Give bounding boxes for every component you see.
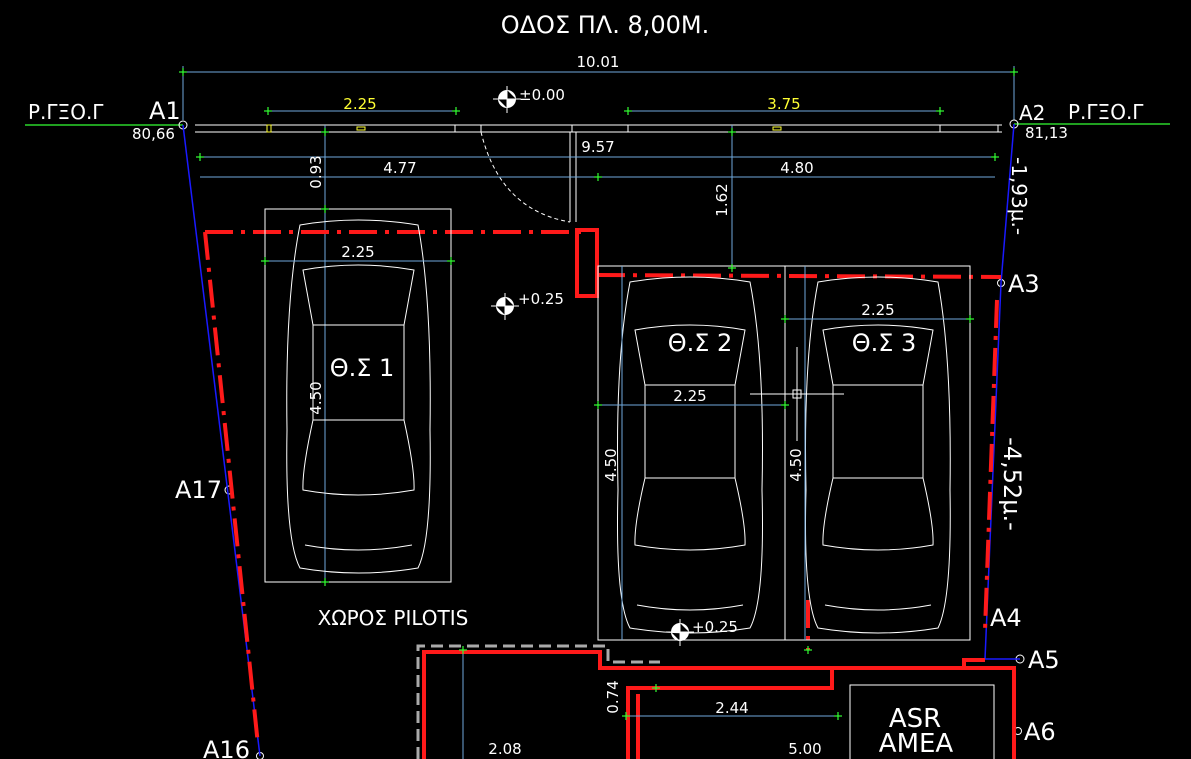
point-a17-label: A17 — [175, 476, 222, 504]
boundary-label-right: Ρ.ΓΞΟ.Γ — [1068, 100, 1144, 124]
building-line-setback — [596, 273, 1002, 279]
inner-width-label: 9.57 — [581, 138, 614, 156]
total-width-label: 10.01 — [577, 53, 620, 71]
column-marker — [575, 228, 599, 298]
plot-boundary-left — [182, 124, 261, 757]
point-a1-level: 80,66 — [132, 125, 175, 143]
level-marker-entrance: ±0.00 — [493, 86, 565, 113]
opening-left-label: 2.25 — [343, 95, 376, 113]
bay-1-width-label: 2.25 — [341, 243, 374, 261]
lower-dim-d-label: 5.00 — [788, 740, 821, 758]
boundary-label-left: Ρ.ΓΞΟ.Γ — [28, 100, 104, 124]
setback-depth-label: 1.62 — [713, 183, 731, 216]
bay-2-width-label: 2.25 — [673, 387, 706, 405]
door-swing-arc — [480, 131, 571, 223]
point-a4-label: A4 — [990, 604, 1022, 632]
pilotis-area-label: ΧΩΡΟΣ PILOTIS — [318, 606, 469, 630]
point-a1-label: A1 — [149, 97, 181, 125]
lower-dim-c-label: 2.08 — [488, 740, 521, 758]
point-a5-label: A5 — [1028, 646, 1060, 674]
point-a16-label: A16 — [203, 736, 250, 759]
bay-1-length-label: 4.50 — [307, 381, 325, 414]
total-width-dimension: 10.01 — [182, 53, 1015, 120]
bay-3-width-label: 2.25 — [861, 301, 894, 319]
level-entrance-label: ±0.00 — [519, 86, 565, 104]
street-title: ΟΔΟΣ ΠΛ. 8,00Μ. — [501, 11, 710, 39]
front-depth-label: 0.93 — [307, 155, 325, 188]
level-marker-lower: +0.25 — [666, 618, 738, 646]
point-a2-level: 81,13 — [1025, 124, 1068, 142]
left-width-label: 4.77 — [383, 159, 416, 177]
building-line-left — [203, 231, 260, 746]
point-a6-label: A6 — [1024, 718, 1056, 746]
right-width-label: 4.80 — [780, 159, 813, 177]
point-a3-label: A3 — [1008, 270, 1040, 298]
parking-bay-2: 2.25 4.50 Θ.Σ 2 — [597, 265, 786, 641]
plot-boundary-right — [984, 123, 1020, 660]
room-label-line2: ΑΜΕΑ — [879, 729, 954, 759]
level-pilotis-label: +0.25 — [518, 290, 564, 308]
bay-2-length-label: 4.50 — [602, 448, 620, 481]
crosshair-cursor — [750, 347, 844, 441]
building-line-right — [983, 299, 999, 631]
point-a2-label: A2 — [1019, 101, 1045, 125]
bay-2-label: Θ.Σ 2 — [668, 329, 733, 357]
grip-points — [179, 68, 1018, 720]
lower-dim-b-label: 2.44 — [715, 699, 748, 717]
room-label-line1: ASR — [889, 704, 941, 734]
side-label-mid: -4,52μ.- — [998, 437, 1026, 531]
level-marker-pilotis: +0.25 — [491, 290, 564, 320]
opening-right-label: 3.75 — [767, 95, 800, 113]
bay-1-label: Θ.Σ 1 — [330, 354, 395, 382]
parking-bay-1: 2.25 4.50 Θ.Σ 1 — [264, 208, 452, 583]
lower-structure: ASR ΑΜΕΑ 2.44 2.08 5.00 0.74 — [416, 644, 1016, 759]
bay-3-length-label: 4.50 — [787, 448, 805, 481]
parking-bay-3: 2.25 4.50 Θ.Σ 3 — [784, 265, 971, 641]
front-wall — [195, 124, 1002, 133]
bay-3-label: Θ.Σ 3 — [852, 329, 917, 357]
lower-dim-a-label: 0.74 — [604, 680, 622, 713]
side-label-top: -1,93μ.- — [1007, 157, 1031, 235]
